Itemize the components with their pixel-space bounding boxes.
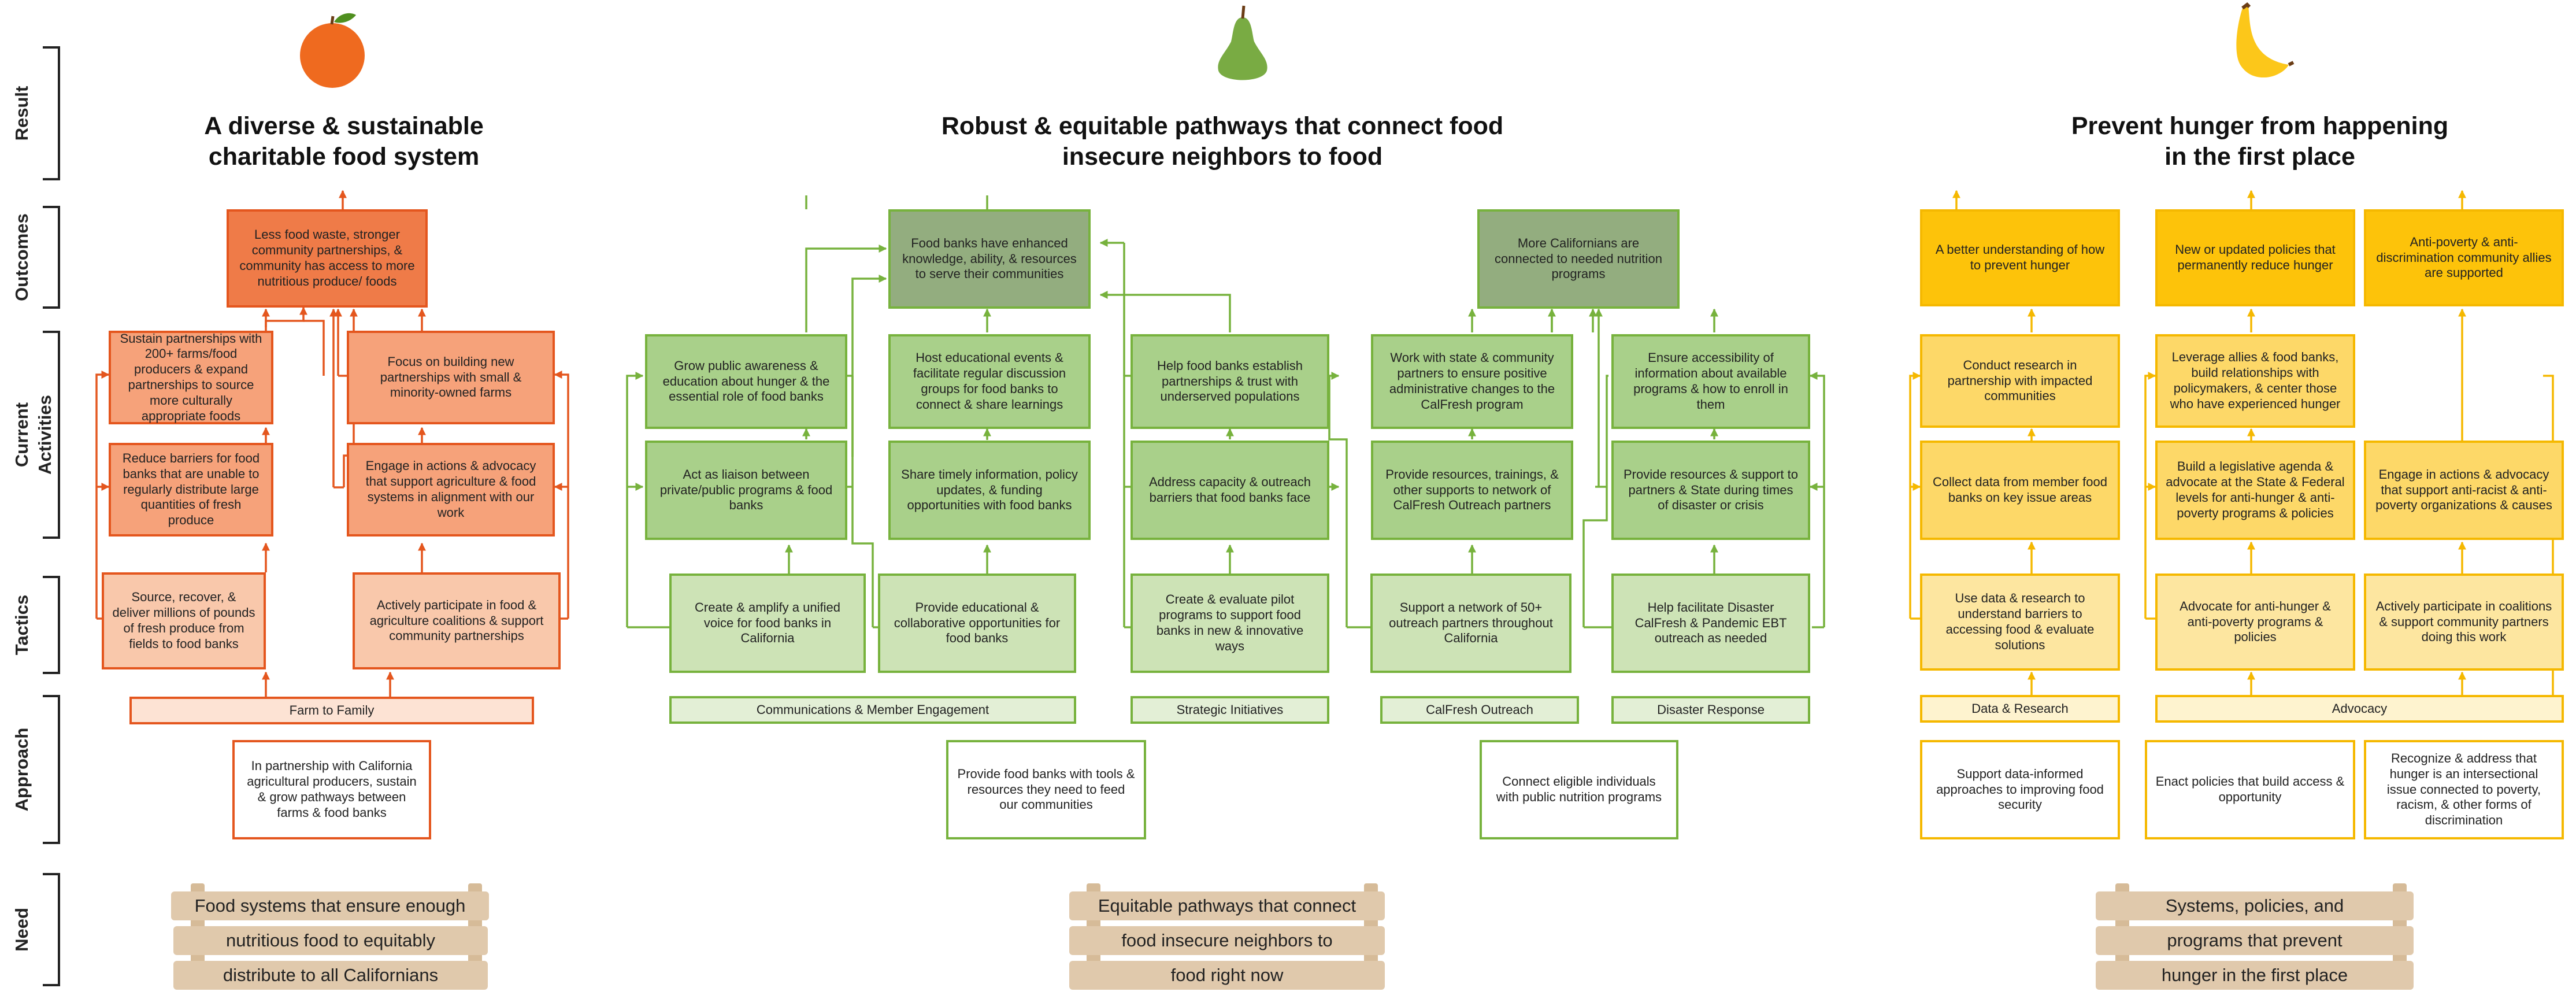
activities-bracket [43,331,60,539]
need-line-orange-1: Food systems that ensure enough [171,891,489,920]
green-outcome-2: More Californians are connected to neede… [1477,209,1680,309]
need-line-orange-2: nutritious food to equitably [173,926,488,955]
green-approach-label-1: Communications & Member Engagement [669,696,1076,724]
orange-fruit-icon [300,13,365,88]
need-bracket [43,873,60,986]
approach-bracket [43,695,60,844]
green-approach-label-3: CalFresh Outreach [1380,696,1579,724]
need-line-green-3: food right now [1069,961,1385,990]
green-activity-6: Act as liaison between private/public pr… [645,441,847,540]
pear-fruit-icon [1218,5,1267,80]
yellow-tactic-1: Use data & research to understand barrie… [1920,574,2120,671]
yellow-connectors [1909,190,2562,697]
green-activity-5: Ensure accessibility of information abou… [1611,334,1810,429]
need-line-green-1: Equitable pathways that connect [1069,891,1385,920]
green-approach-description-1: Provide food banks with tools & resource… [946,740,1146,839]
need-line-yellow-2: programs that prevent [2096,926,2414,955]
green-tactic-1: Create & amplify a unified voice for foo… [669,574,866,673]
green-activity-8: Address capacity & outreach barriers tha… [1131,441,1329,540]
orange-activity-3: Reduce barriers for food banks that are … [109,443,273,536]
orange-approach-description: In partnership with California agricultu… [232,740,431,839]
orange-activity-1: Sustain partnerships with 200+ farms/foo… [109,331,273,424]
need-line-yellow-1: Systems, policies, and [2096,891,2414,920]
green-tactic-4: Support a network of 50+ outreach partne… [1370,574,1571,673]
row-label-tactics: Tactics [12,594,32,656]
need-line-orange-3: distribute to all Californians [173,961,488,990]
yellow-tactic-2: Advocate for anti-hunger & anti-poverty … [2155,574,2355,671]
yellow-activity-1: Conduct research in partnership with imp… [1920,334,2120,428]
yellow-approach-description-2: Enact policies that build access & oppor… [2145,740,2355,839]
green-approach-label-4: Disaster Response [1611,696,1810,724]
yellow-approach-label-1: Data & Research [1920,695,2120,723]
green-tactic-3: Create & evaluate pilot programs to supp… [1131,574,1329,673]
green-tactic-5: Help facilitate Disaster CalFresh & Pand… [1611,574,1810,673]
need-line-green-2: food insecure neighbors to [1069,926,1385,955]
tactics-bracket [43,576,60,674]
yellow-outcome-3: Anti-poverty & anti-discrimination commu… [2364,209,2564,306]
yellow-outcome-1: A better understanding of how to prevent… [1920,209,2120,306]
row-label-approach: Approach [12,727,32,812]
yellow-activity-2: Leverage allies & food banks, build rela… [2155,334,2355,428]
yellow-activity-4: Build a legislative agenda & advocate at… [2155,441,2355,540]
yellow-approach-description-1: Support data-informed approaches to impr… [1920,740,2120,839]
row-label-need: Need [12,908,32,952]
yellow-activity-3: Collect data from member food banks on k… [1920,441,2120,540]
orange-activity-4: Engage in actions & advocacy that suppor… [347,443,555,536]
green-connectors [626,195,1825,628]
green-activity-9: Provide resources, trainings, & other su… [1371,441,1573,540]
result-title-orange: A diverse & sustainable charitable food … [204,112,484,171]
result-bracket [43,46,60,180]
yellow-activity-5: Engage in actions & advocacy that suppor… [2364,441,2564,540]
green-activity-2: Host educational events & facilitate reg… [888,334,1091,429]
need-line-yellow-3: hunger in the first place [2096,961,2414,990]
green-approach-description-2: Connect eligible individuals with public… [1480,740,1678,839]
orange-outcome: Less food waste, stronger community part… [227,209,428,308]
orange-tactic-2: Actively participate in food & agricultu… [353,572,561,669]
result-title-green: Robust & equitable pathways that connect… [941,112,1504,171]
green-tactic-2: Provide educational & collaborative oppo… [878,574,1076,673]
row-label-result: Result [12,86,32,141]
green-outcome-1: Food banks have enhanced knowledge, abil… [888,209,1091,309]
yellow-tactic-3: Actively participate in coalitions & sup… [2364,574,2564,671]
row-label-outcomes: Outcomes [12,213,32,301]
row-label-current-activities: Current Activities [12,395,55,475]
orange-activity-2: Focus on building new partnerships with … [347,331,555,424]
green-activity-10: Provide resources & support to partners … [1611,441,1810,540]
green-activity-3: Help food banks establish partnerships &… [1131,334,1329,429]
orange-approach-label: Farm to Family [129,697,534,724]
green-activity-1: Grow public awareness & education about … [645,334,847,429]
yellow-approach-label-2: Advocacy [2155,695,2564,723]
green-activity-7: Share timely information, policy updates… [888,441,1091,540]
orange-tactic-1: Source, recover, & deliver millions of p… [102,572,266,669]
green-activity-4: Work with state & community partners to … [1371,334,1573,429]
banana-fruit-icon [2236,2,2295,78]
yellow-outcome-2: New or updated policies that permanently… [2155,209,2355,306]
yellow-approach-description-3: Recognize & address that hunger is an in… [2364,740,2564,839]
green-approach-label-2: Strategic Initiatives [1131,696,1329,724]
outcomes-bracket [43,206,60,309]
result-title-yellow: Prevent hunger from happening in the fir… [2071,112,2449,171]
orange-connectors [95,190,569,698]
